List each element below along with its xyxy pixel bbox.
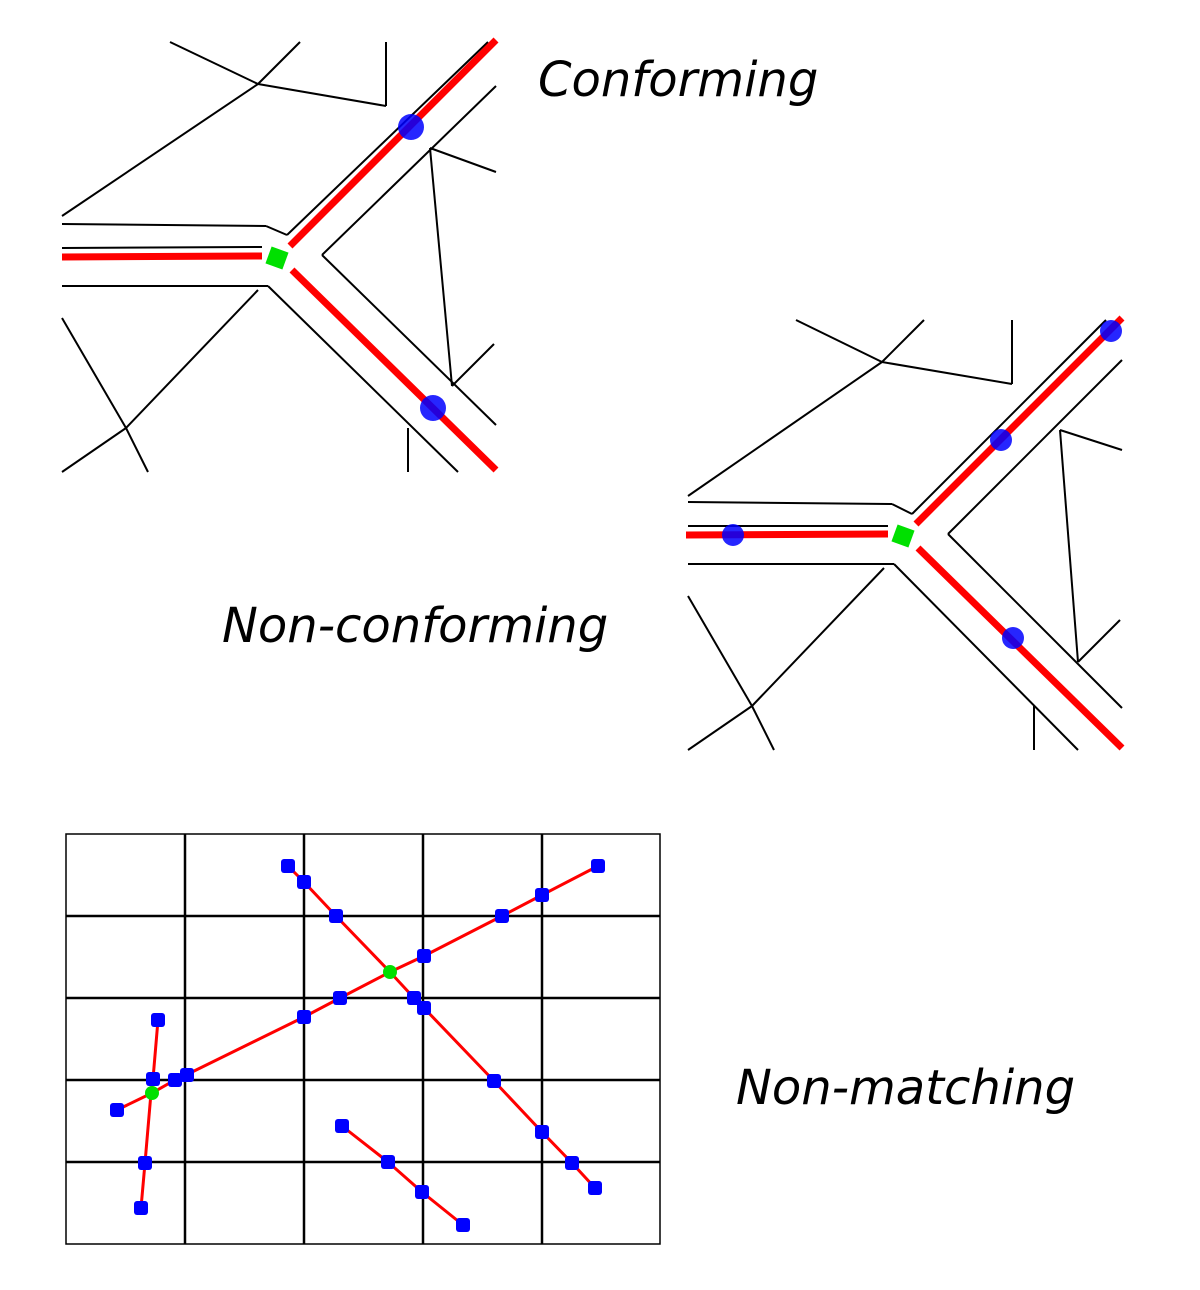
fracture-node (591, 859, 605, 873)
fracture-node (407, 991, 421, 1005)
fracture-node (335, 1119, 349, 1133)
non-matching-panel (65, 833, 661, 1245)
fracture-node (180, 1068, 194, 1082)
fracture-branch (915, 545, 1125, 751)
non-conforming-mesh (687, 319, 1123, 751)
conforming-panel (61, 37, 499, 473)
fracture-node (398, 114, 424, 140)
fracture-node (487, 1074, 501, 1088)
fracture-node (1002, 627, 1024, 649)
fracture-node (297, 875, 311, 889)
fracture-node (146, 1072, 160, 1086)
conforming-mesh (61, 41, 497, 473)
fracture-node (722, 524, 744, 546)
fracture-branch (289, 267, 499, 473)
fracture-line (139, 1019, 160, 1209)
fracture-node (151, 1013, 165, 1027)
fracture-node (565, 1156, 579, 1170)
fracture-line (341, 1124, 464, 1227)
fracture-node (168, 1073, 182, 1087)
fracture-node (535, 1125, 549, 1139)
fracture-branch (287, 37, 499, 249)
non-conforming-fractures (685, 315, 1125, 751)
fracture-branch (913, 315, 1125, 527)
fracture-node (333, 991, 347, 1005)
non-matching-fractures (116, 864, 599, 1227)
intersection-node (891, 524, 915, 548)
fracture-node (417, 949, 431, 963)
fracture-node (138, 1156, 152, 1170)
fracture-node (134, 1201, 148, 1215)
conforming-fractures (61, 37, 499, 473)
fracture-node (110, 1103, 124, 1117)
fracture-node (329, 909, 343, 923)
fracture-node (381, 1155, 395, 1169)
non-conforming-panel (685, 315, 1125, 751)
non-matching-nodes (110, 859, 605, 1232)
fracture-branch (61, 252, 263, 261)
fracture-node (456, 1218, 470, 1232)
fracture-node (1100, 320, 1122, 342)
intersection-node (145, 1086, 159, 1100)
intersection-node (265, 246, 289, 270)
fracture-node (420, 395, 446, 421)
non-conforming-label: Non-conforming (222, 598, 609, 654)
intersection-node (383, 965, 397, 979)
fracture-node (495, 909, 509, 923)
fracture-node (415, 1185, 429, 1199)
fracture-node (535, 888, 549, 902)
fracture-node (281, 859, 295, 873)
fracture-branch (685, 530, 889, 539)
non-matching-intersections (145, 965, 397, 1100)
non-matching-label: Non-matching (736, 1060, 1076, 1116)
fracture-node (417, 1001, 431, 1015)
fracture-node (588, 1181, 602, 1195)
fracture-node (297, 1010, 311, 1024)
fracture-node (990, 429, 1012, 451)
conforming-label: Conforming (538, 52, 819, 108)
non-matching-grid (65, 833, 661, 1245)
